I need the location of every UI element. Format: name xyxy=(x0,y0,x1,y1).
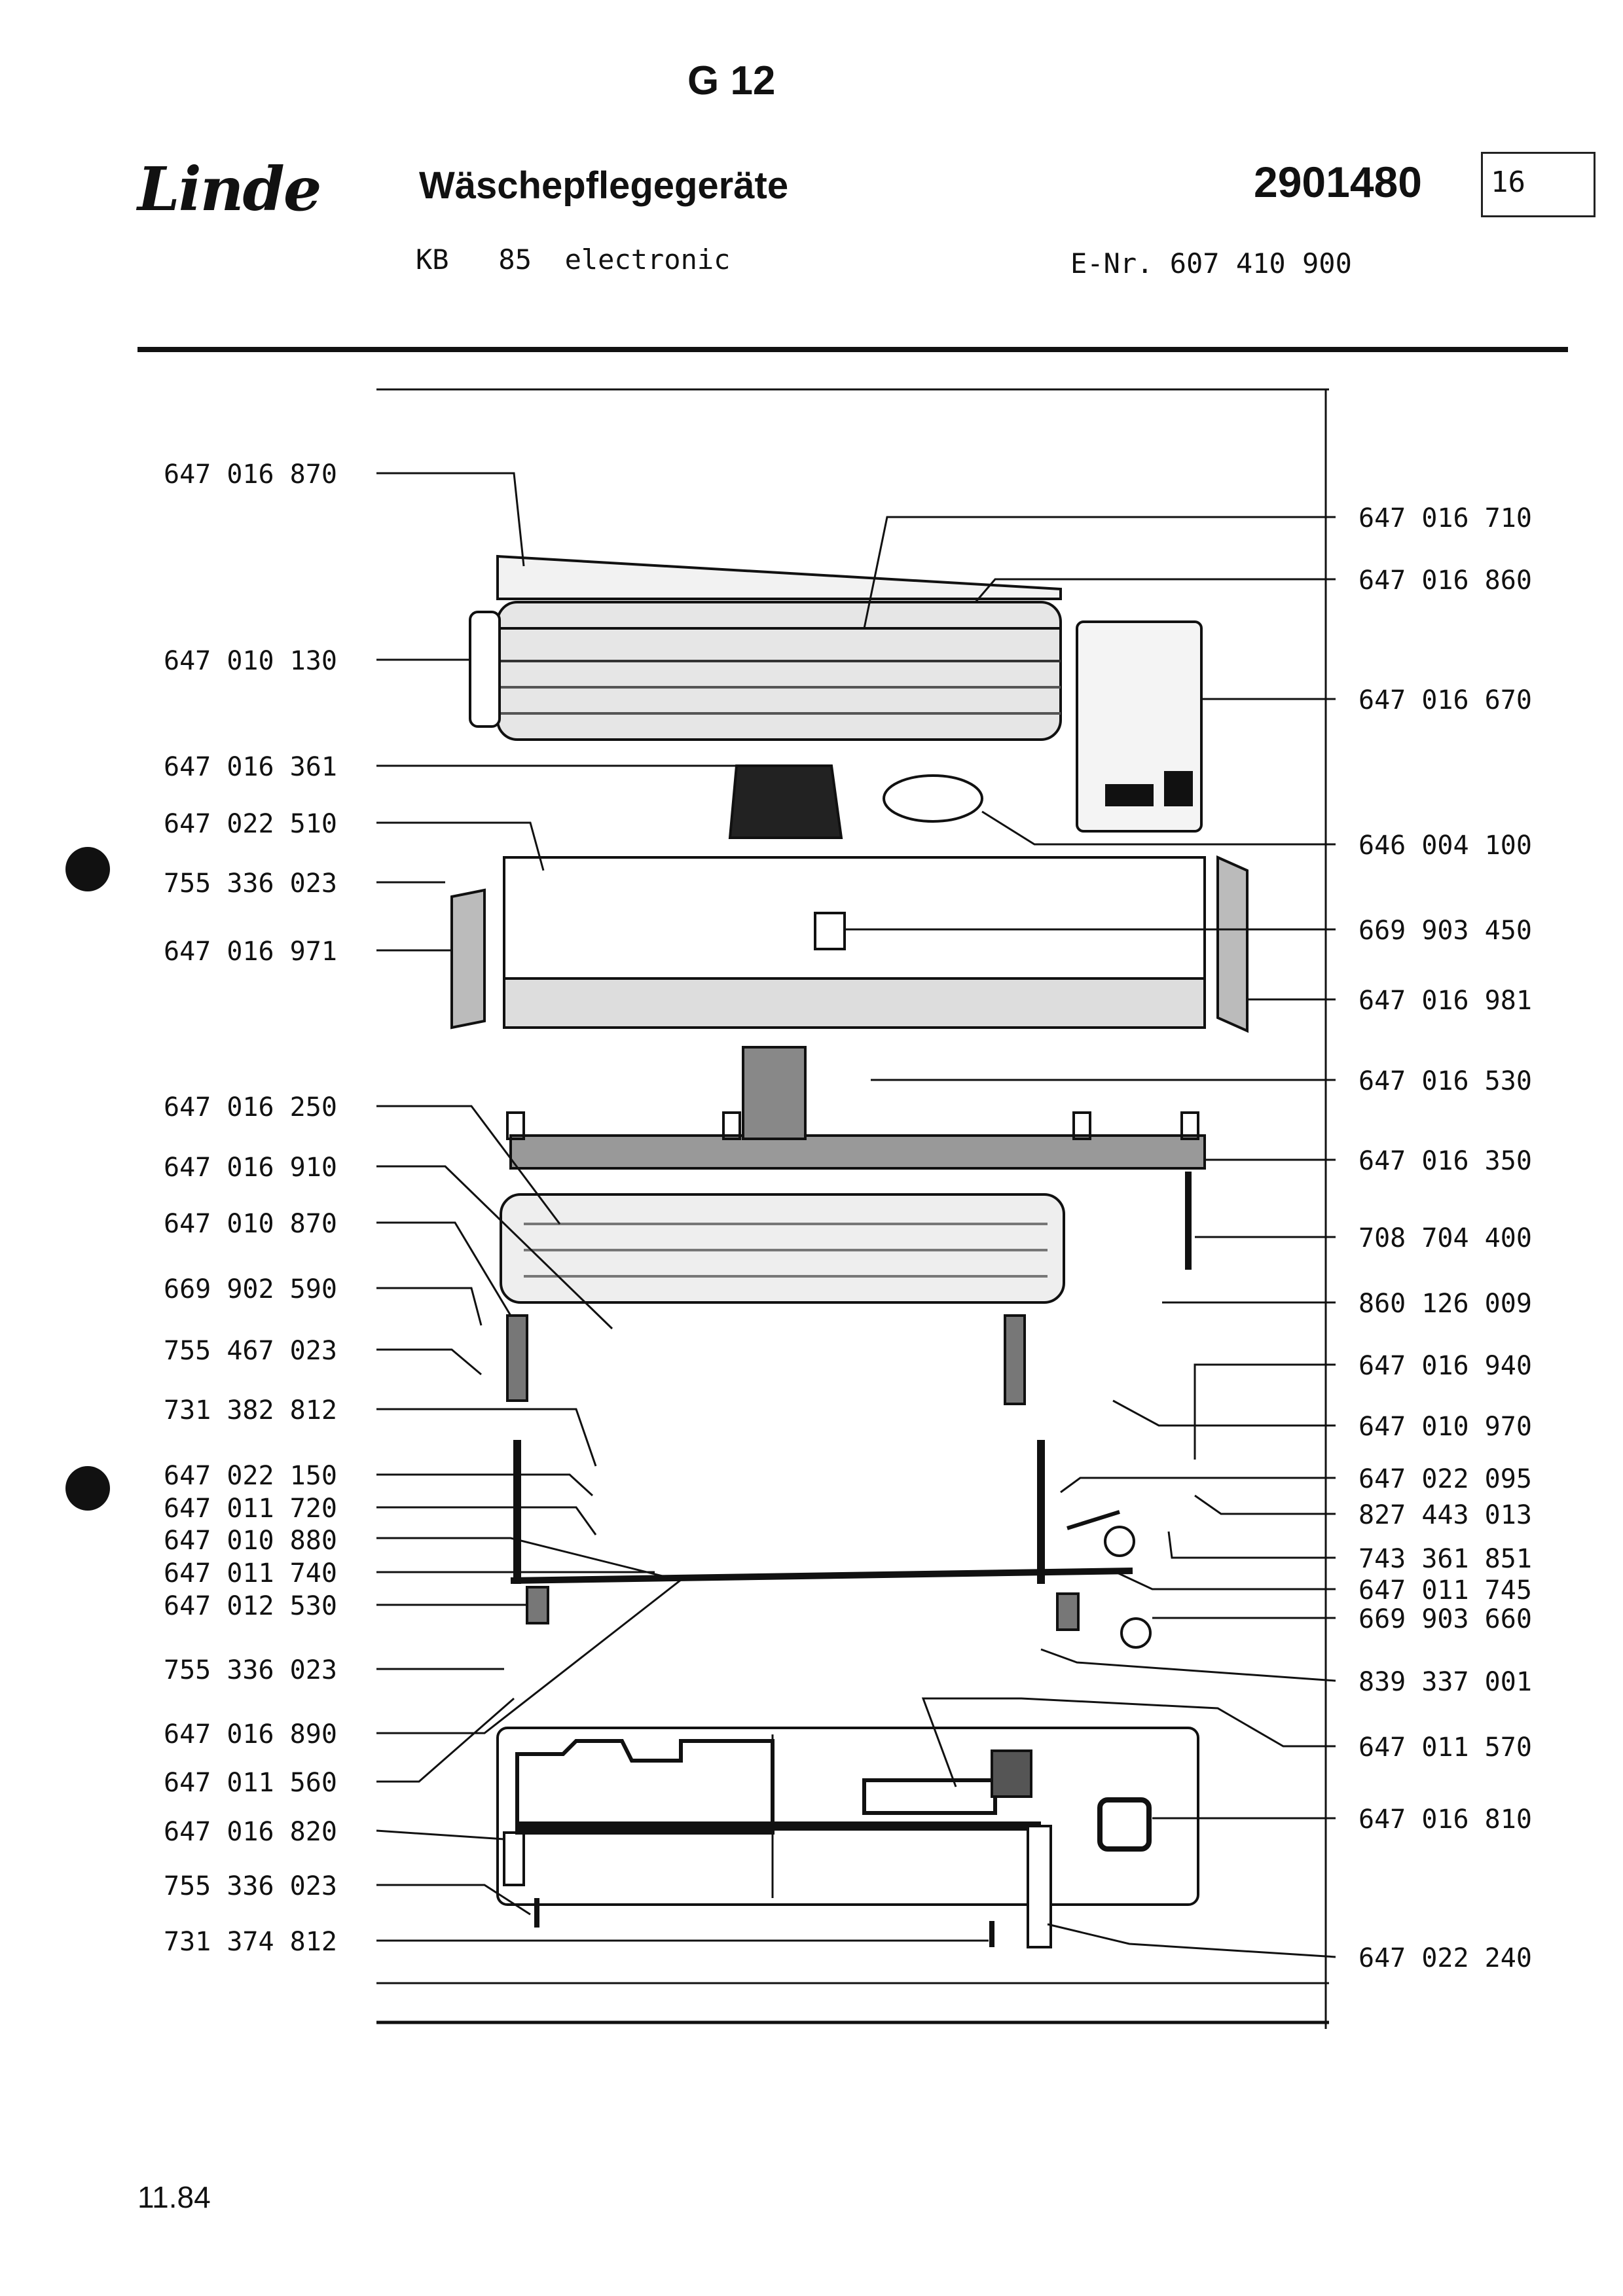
part-number-left: 755 336 023 xyxy=(164,869,337,899)
part-number-right: 647 016 670 xyxy=(1359,685,1532,715)
part-number-left: 647 010 870 xyxy=(164,1209,337,1239)
punch-hole-top xyxy=(65,847,110,891)
page-title: Wäschepflegegeräte xyxy=(419,164,789,207)
part-number-right: 839 337 001 xyxy=(1359,1667,1532,1697)
part-number-left: 669 902 590 xyxy=(164,1274,337,1304)
part-number-right: 647 022 240 xyxy=(1359,1943,1532,1973)
page-number: 16 xyxy=(1491,166,1525,199)
part-number-right: 647 011 745 xyxy=(1359,1575,1532,1605)
part-number-right: 647 011 570 xyxy=(1359,1732,1532,1763)
part-number-left: 647 022 510 xyxy=(164,809,337,839)
part-number-right: 708 704 400 xyxy=(1359,1223,1532,1253)
part-number-right: 647 016 350 xyxy=(1359,1146,1532,1176)
part-number-left: 647 016 361 xyxy=(164,752,337,782)
part-number-left: 647 016 820 xyxy=(164,1817,337,1847)
part-number-right: 827 443 013 xyxy=(1359,1500,1532,1530)
part-number-right: 647 016 981 xyxy=(1359,986,1532,1016)
part-number-left: 647 011 560 xyxy=(164,1768,337,1798)
brand-logo: Linde xyxy=(137,154,321,224)
part-number-right: 743 361 851 xyxy=(1359,1544,1532,1574)
part-number-left: 647 022 150 xyxy=(164,1461,337,1491)
document-number: 2901480 xyxy=(1254,158,1422,206)
model-line: KB 85 electronic xyxy=(416,243,731,276)
part-number-left: 647 016 250 xyxy=(164,1092,337,1122)
part-number-right: 669 903 450 xyxy=(1359,916,1532,946)
part-number-left: 647 011 740 xyxy=(164,1558,337,1588)
part-number-left: 647 012 530 xyxy=(164,1591,337,1621)
part-number-right: 647 022 095 xyxy=(1359,1464,1532,1494)
part-number-left: 647 010 130 xyxy=(164,646,337,676)
punch-hole-bottom xyxy=(65,1466,110,1511)
part-number-right: 647 010 970 xyxy=(1359,1412,1532,1442)
part-number-left: 731 374 812 xyxy=(164,1927,337,1957)
part-number-right: 669 903 660 xyxy=(1359,1604,1532,1634)
page-number-box: 16 xyxy=(1481,152,1596,217)
part-number-right: 860 126 009 xyxy=(1359,1289,1532,1319)
part-number-left: 647 016 971 xyxy=(164,937,337,967)
header-rule xyxy=(137,347,1568,352)
part-number-left: 755 467 023 xyxy=(164,1336,337,1366)
part-number-right: 647 016 940 xyxy=(1359,1351,1532,1381)
sheet-number: G 12 xyxy=(687,58,776,103)
part-number-left: 647 016 890 xyxy=(164,1719,337,1749)
part-number-right: 647 016 710 xyxy=(1359,503,1532,533)
issue-date: 11.84 xyxy=(137,2180,211,2214)
part-number-left: 755 336 023 xyxy=(164,1655,337,1685)
part-number-left: 647 016 910 xyxy=(164,1153,337,1183)
part-number-right: 647 016 530 xyxy=(1359,1066,1532,1096)
part-number-right: 646 004 100 xyxy=(1359,831,1532,861)
part-number-right: 647 016 810 xyxy=(1359,1804,1532,1835)
part-number-left: 647 010 880 xyxy=(164,1526,337,1556)
part-number-left: 731 382 812 xyxy=(164,1395,337,1426)
part-number-left: 647 011 720 xyxy=(164,1494,337,1524)
part-number-left: 755 336 023 xyxy=(164,1871,337,1901)
part-number-left: 647 016 870 xyxy=(164,459,337,490)
part-number-right: 647 016 860 xyxy=(1359,565,1532,596)
e-number: E-Nr. 607 410 900 xyxy=(1070,247,1352,279)
